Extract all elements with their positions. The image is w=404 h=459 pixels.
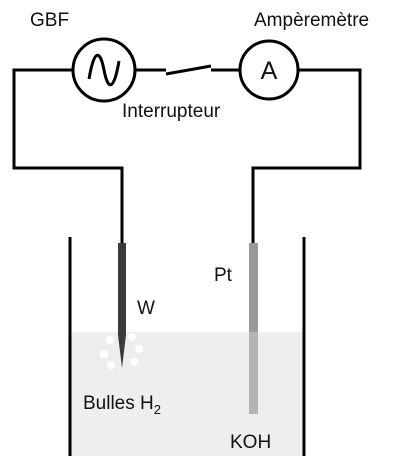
- bubble: [130, 358, 138, 366]
- ammeter-label: Ampèremètre: [254, 10, 369, 31]
- bubble: [106, 336, 114, 344]
- bubbles-label-subscript: 2: [154, 402, 161, 417]
- bubble: [128, 333, 136, 341]
- platinum-label: Pt: [214, 265, 233, 286]
- tungsten-electrode-tip: [118, 335, 126, 368]
- bubbles-label-main: Bulles H: [83, 393, 154, 414]
- electrolyte-liquid: [70, 332, 304, 456]
- tungsten-label: W: [137, 298, 155, 319]
- bubbles-label: Bulles H2: [83, 393, 161, 417]
- platinum-electrode: [249, 243, 258, 332]
- ac-source-icon: [71, 37, 137, 103]
- hydrogen-bubbles: [100, 333, 143, 369]
- wire-right: [251, 68, 362, 243]
- switch-label: Interrupteur: [122, 101, 221, 122]
- tungsten-electrode: [118, 243, 126, 335]
- ammeter-icon: A: [238, 39, 300, 101]
- electrolyte-label: KOH: [230, 432, 271, 453]
- wire-left: [12, 68, 124, 243]
- bubble: [107, 361, 115, 369]
- bubble: [100, 350, 108, 358]
- bubble: [135, 345, 143, 353]
- gbf-label: GBF: [30, 10, 69, 31]
- ammeter-symbol: A: [261, 57, 278, 85]
- switch-blade: [165, 64, 212, 76]
- platinum-electrode-immersed: [249, 332, 258, 414]
